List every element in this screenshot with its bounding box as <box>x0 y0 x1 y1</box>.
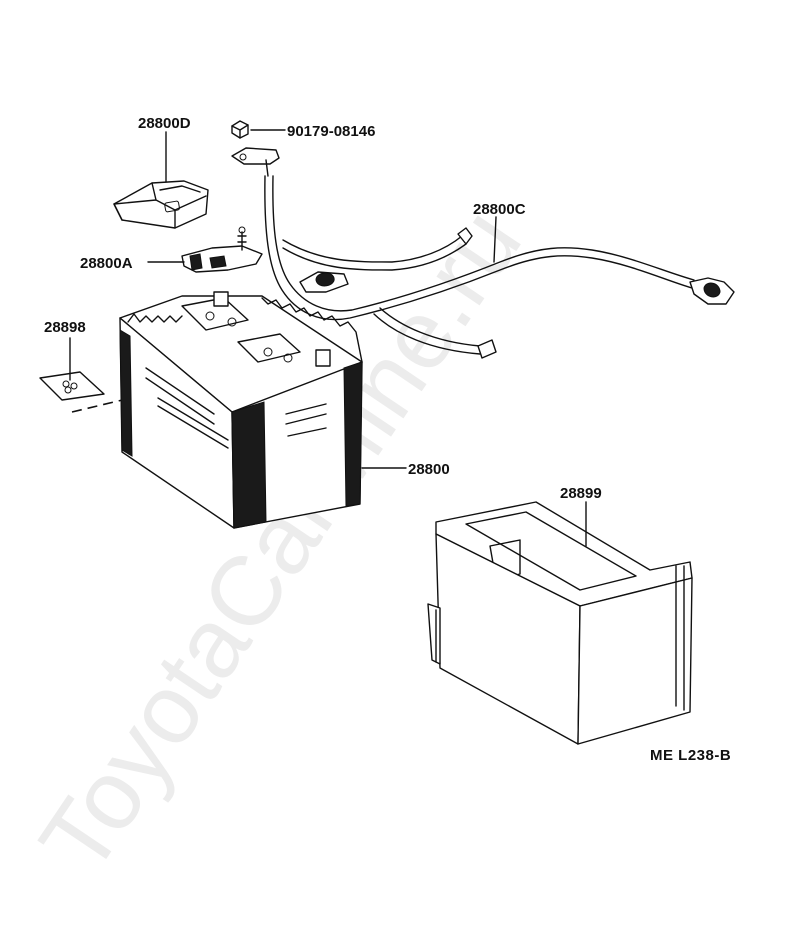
reference-code: ME L238-B <box>650 747 731 764</box>
terminal-cover-drawing <box>113 180 209 229</box>
label-28800A: 28800A <box>80 255 133 272</box>
label-28899: 28899 <box>560 485 602 502</box>
leader-28800C <box>493 216 497 263</box>
label-28800C: 28800C <box>473 201 526 218</box>
nut-drawing <box>231 120 249 139</box>
label-90179-08146: 90179-08146 <box>287 123 375 140</box>
clamp-drawing <box>181 226 263 273</box>
label-sheet-drawing <box>39 371 105 401</box>
negative-cable-drawing <box>231 147 735 359</box>
label-28898: 28898 <box>44 319 86 336</box>
battery-tray-drawing <box>427 501 693 745</box>
label-28800D: 28800D <box>138 115 191 132</box>
label-28800: 28800 <box>408 461 450 478</box>
battery-drawing <box>119 291 363 529</box>
